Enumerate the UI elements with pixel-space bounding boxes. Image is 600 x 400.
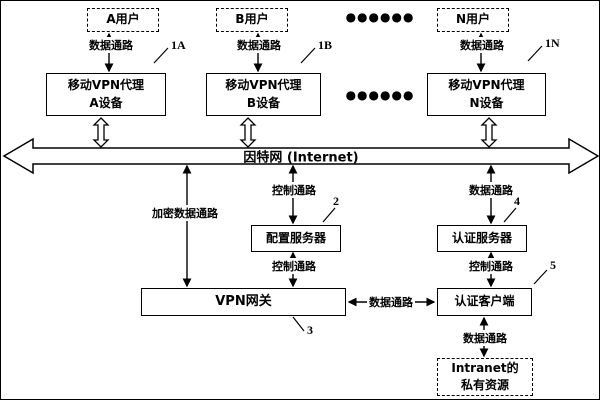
- ref-1n: 1N: [545, 36, 560, 50]
- path-label-data-n: 数据通路: [458, 37, 506, 53]
- auth-client-label: 认证客户端: [454, 294, 515, 309]
- path-label-data-authserver: 数据通路: [467, 182, 515, 198]
- ref-4: 4: [514, 194, 520, 208]
- ellipsis-users: ●●●●●●: [345, 10, 415, 24]
- box-auth-server: 认证服务器: [437, 225, 527, 252]
- box-intranet-resource: Intranet的 私有资源: [437, 358, 533, 396]
- box-vpn-gateway: VPN网关: [141, 288, 346, 316]
- path-label-control-config-up: 控制通路: [270, 182, 318, 198]
- path-label-data-b: 数据通路: [235, 37, 283, 53]
- config-server-label: 配置服务器: [265, 230, 326, 245]
- arrow-proxy-b-internet: [239, 117, 257, 148]
- ref-3: 3: [307, 323, 313, 337]
- intranet-line1: Intranet的: [451, 360, 519, 375]
- user-b-label: B用户: [235, 12, 269, 27]
- path-label-data-gateway-client: 数据通路: [367, 294, 415, 310]
- user-n-label: N用户: [455, 12, 491, 27]
- proxy-n-line2: N设备: [469, 95, 504, 110]
- arrow-proxy-a-internet: [92, 117, 110, 148]
- intranet-line2: 私有资源: [460, 378, 509, 392]
- proxy-a-line2: A设备: [89, 95, 123, 110]
- ref-5: 5: [550, 258, 556, 272]
- box-user-a: A用户: [87, 8, 159, 32]
- leader-ref-2: [322, 207, 336, 223]
- leader-ref-1b: [300, 47, 316, 64]
- path-label-data-a: 数据通路: [87, 37, 135, 53]
- ref-1a: 1A: [171, 38, 186, 52]
- box-user-b: B用户: [216, 8, 288, 32]
- ellipsis-proxies: ●●●●●●: [345, 88, 415, 102]
- path-label-data-intranet: 数据通路: [461, 330, 509, 346]
- path-label-control-config-down: 控制通路: [270, 258, 318, 274]
- leader-ref-1a: [153, 47, 169, 64]
- ref-2: 2: [333, 194, 339, 208]
- vpn-gateway-label: VPN网关: [215, 293, 272, 309]
- box-proxy-b: 移动VPN代理 B设备: [206, 73, 321, 116]
- proxy-a-line1: 移动VPN代理: [67, 78, 145, 93]
- path-label-encrypted: 加密数据通路: [150, 205, 220, 221]
- internet-label: 因特网 (Internet): [243, 150, 359, 166]
- leader-ref-1n: [527, 45, 543, 62]
- proxy-b-line1: 移动VPN代理: [225, 78, 302, 93]
- ref-1b: 1B: [318, 38, 333, 52]
- user-a-label: A用户: [106, 12, 140, 27]
- proxy-n-line1: 移动VPN代理: [448, 78, 525, 93]
- box-proxy-n: 移动VPN代理 N设备: [427, 73, 546, 116]
- proxy-b-line2: B设备: [246, 95, 281, 110]
- leader-ref-4: [503, 207, 517, 223]
- leader-ref-5: [533, 269, 548, 285]
- internet-band-shape: [2, 137, 599, 175]
- auth-server-label: 认证服务器: [451, 230, 512, 245]
- arrow-proxy-n-internet: [480, 117, 498, 148]
- box-proxy-a: 移动VPN代理 A设备: [46, 73, 166, 116]
- path-label-control-authclient: 控制通路: [467, 258, 515, 274]
- box-config-server: 配置服务器: [251, 225, 341, 252]
- leader-ref-3: [292, 316, 305, 332]
- box-auth-client: 认证客户端: [437, 288, 532, 316]
- box-user-n: N用户: [437, 8, 509, 32]
